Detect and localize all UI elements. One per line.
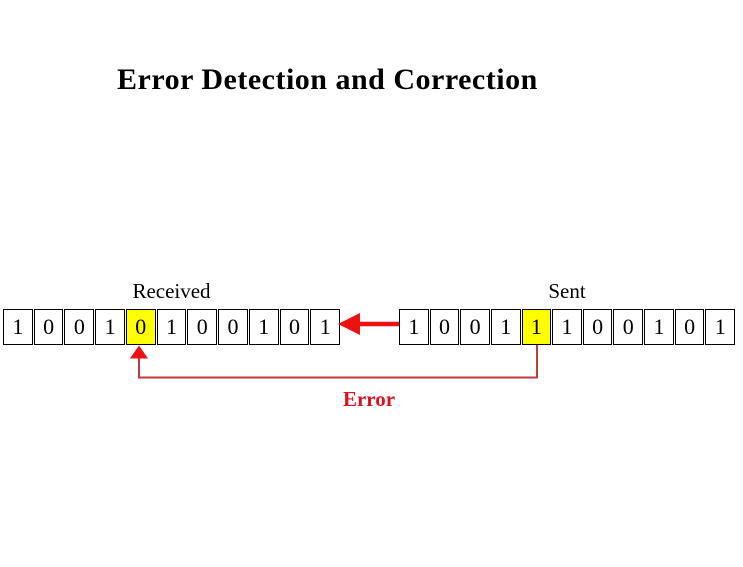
bit-cell: 0: [218, 309, 248, 345]
bit-cell: 0: [460, 309, 490, 345]
sent-label: Sent: [548, 279, 586, 303]
bit-cell: 1: [705, 309, 736, 345]
bit-cell-highlighted: 0: [125, 309, 156, 345]
bit-cell: 1: [644, 309, 674, 345]
bit-cell: 0: [429, 309, 460, 345]
bit-cell: 0: [613, 309, 644, 345]
bit-cell: 0: [33, 309, 64, 345]
bit-cell: 0: [279, 309, 310, 345]
transmission-arrow-head: [338, 313, 360, 335]
bit-cell: 1: [3, 309, 33, 345]
error-label: Error: [342, 387, 396, 411]
error-connector-line: [138, 345, 538, 379]
bit-cell: 0: [674, 309, 705, 345]
received-label: Received: [132, 279, 211, 303]
bit-cell: 1: [95, 309, 125, 345]
bit-cell: 0: [64, 309, 95, 345]
bit-cell: 1: [490, 309, 521, 345]
bit-cell-highlighted: 1: [521, 309, 552, 345]
error-connector-arrow-head: [130, 345, 148, 359]
bit-cell: 0: [582, 309, 613, 345]
bit-cell: 1: [399, 309, 429, 345]
bit-cell: 0: [187, 309, 218, 345]
bit-cell: 1: [552, 309, 582, 345]
bit-cell: 1: [156, 309, 187, 345]
bit-cell: 1: [248, 309, 279, 345]
bit-cell: 1: [310, 309, 341, 345]
slide-title: Error Detection and Correction: [117, 63, 538, 96]
